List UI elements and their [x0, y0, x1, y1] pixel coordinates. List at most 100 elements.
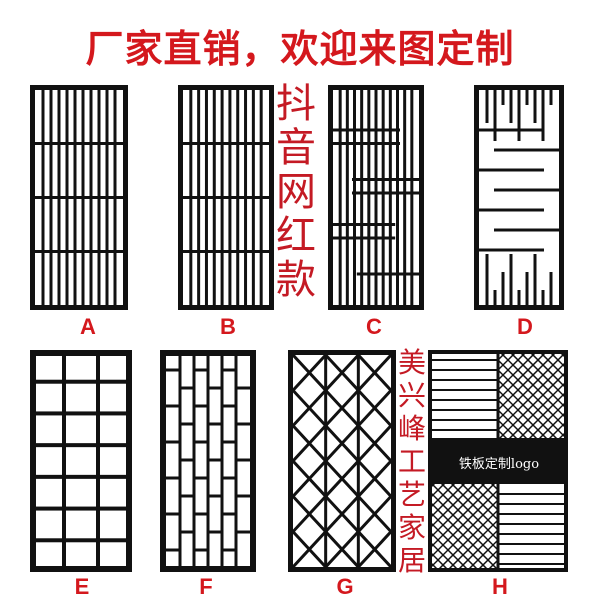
lattice-bar: [494, 188, 559, 192]
lattice-bar: [194, 440, 208, 444]
lattice-bar: [332, 128, 400, 132]
lattice-bar: [194, 368, 208, 372]
side-char: 居: [398, 544, 427, 577]
logo-plate: [432, 438, 564, 484]
lattice-bar: [480, 484, 498, 502]
lattice-bar: [222, 404, 236, 408]
lattice-bar: [468, 538, 498, 568]
lattice-bar: [222, 548, 236, 552]
side-char: 工: [398, 445, 427, 478]
lattice-bar: [558, 432, 564, 438]
lattice-bar: [356, 388, 391, 428]
lattice-bar: [194, 512, 208, 516]
side-char: 网: [276, 169, 316, 215]
lattice-bar: [222, 512, 236, 516]
lattice-bar: [568, 480, 600, 580]
lattice-bar: [432, 369, 498, 371]
lattice-bar: [508, 382, 564, 438]
lattice-bar: [166, 440, 180, 444]
panel-b: [178, 85, 274, 310]
lattice-bar: [222, 440, 236, 444]
panel-label-b: B: [220, 314, 236, 339]
lattice-bar: [501, 272, 505, 305]
lattice-bar: [432, 552, 448, 568]
lattice-bar: [208, 494, 222, 498]
lattice-bar: [328, 480, 428, 580]
lattice-bar: [323, 355, 361, 393]
panel-frame: [160, 350, 256, 572]
lattice-bar: [352, 191, 420, 195]
lattice-bar: [498, 503, 564, 505]
lattice-bar: [432, 484, 466, 518]
side-char: 音: [276, 125, 316, 171]
panel-f: [160, 350, 256, 572]
panel-h: [328, 350, 600, 580]
lattice-bar: [493, 90, 497, 141]
lattice-bar: [460, 484, 498, 522]
lattice-bar: [448, 518, 498, 568]
lattice-bar: [332, 142, 400, 145]
lattice-bar: [479, 128, 544, 132]
lattice-bar: [33, 379, 129, 384]
lattice-bar: [498, 362, 564, 432]
lattice-bar: [352, 178, 420, 181]
lattice-bar: [432, 409, 498, 411]
lattice-bar: [183, 196, 269, 199]
lattice-bar: [498, 513, 564, 515]
lattice-bar: [96, 353, 100, 569]
lattice-bar: [166, 512, 180, 516]
lattice-bar: [485, 254, 489, 305]
side-char: 峰: [398, 412, 427, 445]
lattice-bar: [496, 354, 500, 438]
lattice-bar: [332, 236, 396, 240]
lattice-bar: [356, 529, 391, 567]
side-char: 抖: [276, 81, 316, 127]
lattice-bar: [498, 354, 564, 422]
lattice-bar: [479, 168, 544, 172]
lattice-bar: [549, 90, 553, 105]
lattice-bar: [323, 529, 361, 567]
lattice-bar: [356, 423, 391, 464]
lattice-bar: [498, 563, 564, 565]
lattice-bar: [548, 422, 564, 438]
panel-label-g: G: [336, 574, 354, 599]
lattice-bar: [588, 350, 600, 450]
cross-hatch: [328, 480, 600, 580]
lattice-bar: [498, 543, 564, 545]
lattice-bar: [488, 558, 498, 568]
lattice-bar: [432, 484, 456, 508]
lattice-bar: [533, 90, 537, 123]
lattice-bar: [550, 354, 564, 368]
lattice-bar: [432, 359, 498, 361]
lattice-bar: [208, 386, 222, 390]
lattice-bar: [517, 290, 521, 305]
lattice-bar: [432, 484, 476, 528]
lattice-bar: [180, 494, 194, 498]
lattice-bar: [498, 372, 564, 438]
lattice-bar: [493, 290, 497, 305]
lattice-bar: [478, 548, 498, 568]
lattice-bar: [166, 548, 180, 552]
lattice-bar: [432, 399, 498, 401]
panel-label-c: C: [366, 314, 382, 339]
lattice-bar: [293, 423, 328, 464]
cross-hatch: [498, 350, 600, 450]
lattice-bar: [388, 90, 392, 305]
lattice-bar: [578, 350, 600, 450]
lattice-bar: [470, 484, 498, 512]
panel-frame: [474, 85, 564, 310]
logo-plate-text: 铁板定制logo: [458, 457, 540, 472]
lattice-bar: [568, 480, 600, 580]
lattice-bar: [498, 523, 564, 525]
lattice-bar: [353, 90, 356, 305]
lattice-bar: [236, 386, 250, 390]
lattice-bar: [458, 528, 498, 568]
lattice-bar: [517, 90, 521, 141]
lattice-bar: [236, 494, 250, 498]
side-char: 兴: [398, 379, 427, 412]
side-char: 艺: [398, 478, 427, 511]
lattice-bar: [194, 476, 208, 480]
lattice-bar: [541, 90, 545, 141]
lattice-bar: [35, 142, 123, 145]
lattice-bar: [578, 350, 600, 450]
